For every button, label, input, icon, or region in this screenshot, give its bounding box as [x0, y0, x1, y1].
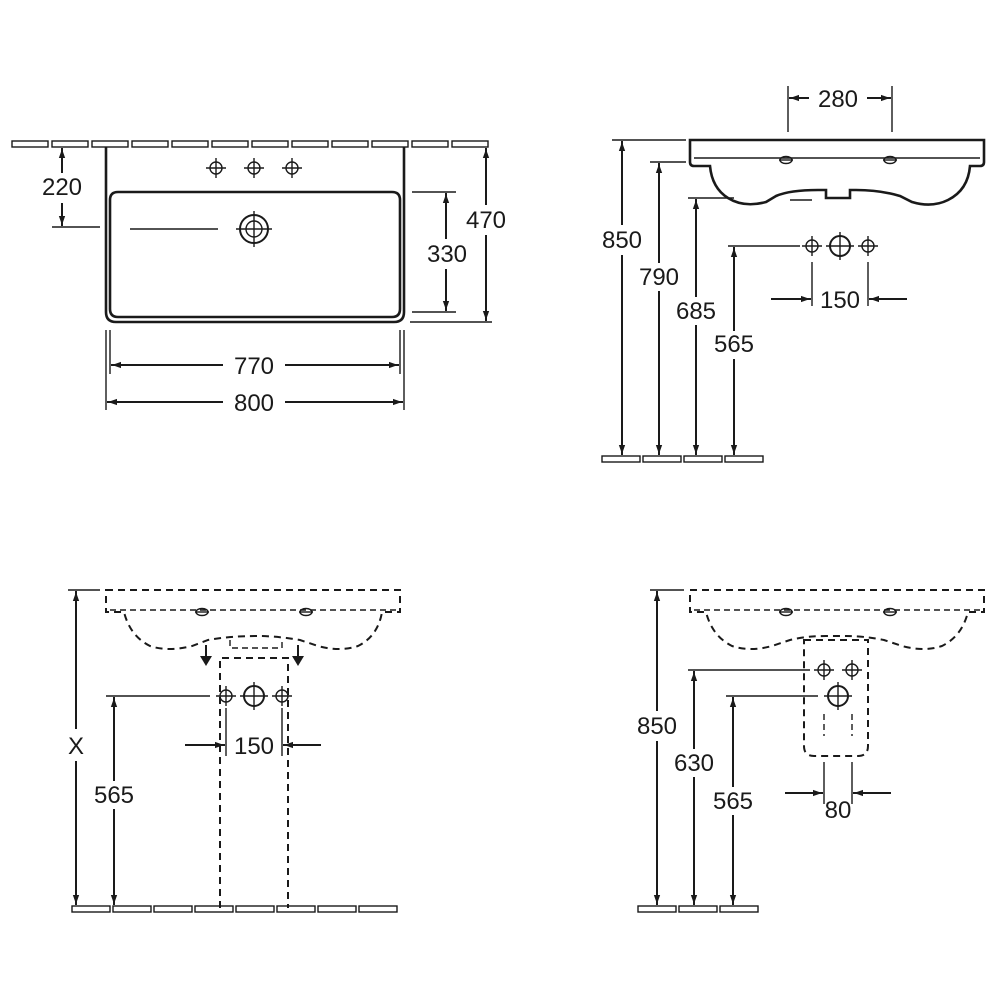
dimension-630: 630 — [674, 671, 714, 905]
dimension-685: 685 — [676, 199, 716, 455]
supply-hole-right-icon — [858, 236, 878, 256]
drain-icon — [130, 211, 272, 247]
dimension-150-label: 150 — [820, 287, 860, 314]
dimension-x: X — [68, 591, 84, 905]
waste-hole-icon — [826, 232, 854, 260]
supply-hole-left-icon — [814, 660, 834, 680]
pedestal-view: 150 X 565 — [68, 589, 401, 913]
dimension-790-label: 790 — [639, 264, 679, 291]
dimension-565-label: 565 — [94, 782, 134, 809]
overflow-hole-left-icon — [779, 607, 793, 617]
side-view: 280 150 850 790 685 — [601, 86, 986, 463]
waste-hole-icon — [240, 682, 268, 710]
overflow-hole-right-icon — [883, 155, 897, 165]
pedestal-column-dashed — [219, 657, 289, 908]
tap-hole-center-icon — [244, 158, 264, 178]
dimension-220: 220 — [42, 148, 100, 228]
supply-hole-right-icon — [272, 686, 292, 706]
dimension-850-label: 850 — [637, 713, 677, 740]
overflow-hole-left-icon — [195, 607, 209, 617]
semipedestal-view: 80 850 630 565 — [637, 589, 985, 913]
semipedestal-dashed — [803, 639, 869, 757]
dimension-x-label: X — [68, 733, 84, 760]
tap-hole-right-icon — [282, 158, 302, 178]
dimension-565-label: 565 — [713, 788, 753, 815]
basin-profile-outline — [688, 138, 986, 206]
dimension-220-label: 220 — [42, 174, 82, 201]
dimension-790: 790 — [639, 163, 679, 455]
dimension-150-label: 150 — [234, 733, 274, 760]
dimension-800-label: 800 — [234, 390, 274, 417]
dimension-280-label: 280 — [818, 86, 858, 113]
dimension-850: 850 — [602, 141, 642, 455]
basin-outer-outline — [104, 147, 406, 324]
dimension-850: 850 — [637, 591, 677, 905]
dimension-770-label: 770 — [234, 353, 274, 380]
dimension-80-label: 80 — [825, 797, 852, 824]
floor-line — [637, 905, 759, 913]
supply-hole-right-icon — [842, 660, 862, 680]
dimension-565-label: 565 — [714, 331, 754, 358]
dimension-150: 150 — [771, 262, 907, 314]
supply-hole-left-icon — [216, 686, 236, 706]
dimension-280: 280 — [787, 86, 893, 132]
overflow-hole-right-icon — [883, 607, 897, 617]
arrow-down-right-icon — [292, 645, 304, 666]
basin-outline-dashed — [689, 589, 985, 650]
waste-hole-icon — [824, 682, 852, 710]
dimension-80: 80 — [785, 762, 891, 824]
dimension-565: 565 — [713, 697, 753, 905]
tap-hole-left-icon — [206, 158, 226, 178]
supply-hole-left-icon — [802, 236, 822, 256]
dimension-800: 800 — [105, 330, 405, 417]
floor-line — [601, 455, 764, 463]
basin-outline-dashed — [105, 589, 401, 650]
dimension-770: 770 — [109, 330, 401, 380]
dimension-150: 150 — [185, 708, 321, 760]
dimension-850-label: 850 — [602, 227, 642, 254]
basin-bowl-outline — [108, 190, 402, 319]
dimension-565: 565 — [714, 247, 754, 455]
top-view: 220 330 470 770 — [11, 140, 506, 417]
dimension-470-label: 470 — [466, 207, 506, 234]
dimension-330-label: 330 — [427, 241, 467, 268]
overflow-hole-left-icon — [779, 155, 793, 165]
dimension-685-label: 685 — [676, 298, 716, 325]
overflow-hole-right-icon — [299, 607, 313, 617]
dimension-470: 470 — [410, 148, 506, 323]
dimension-565: 565 — [94, 697, 134, 905]
dimension-630-label: 630 — [674, 750, 714, 777]
dimension-330: 330 — [412, 191, 467, 313]
floor-line — [71, 905, 398, 913]
wall-line — [11, 140, 489, 148]
arrow-down-left-icon — [200, 645, 212, 666]
